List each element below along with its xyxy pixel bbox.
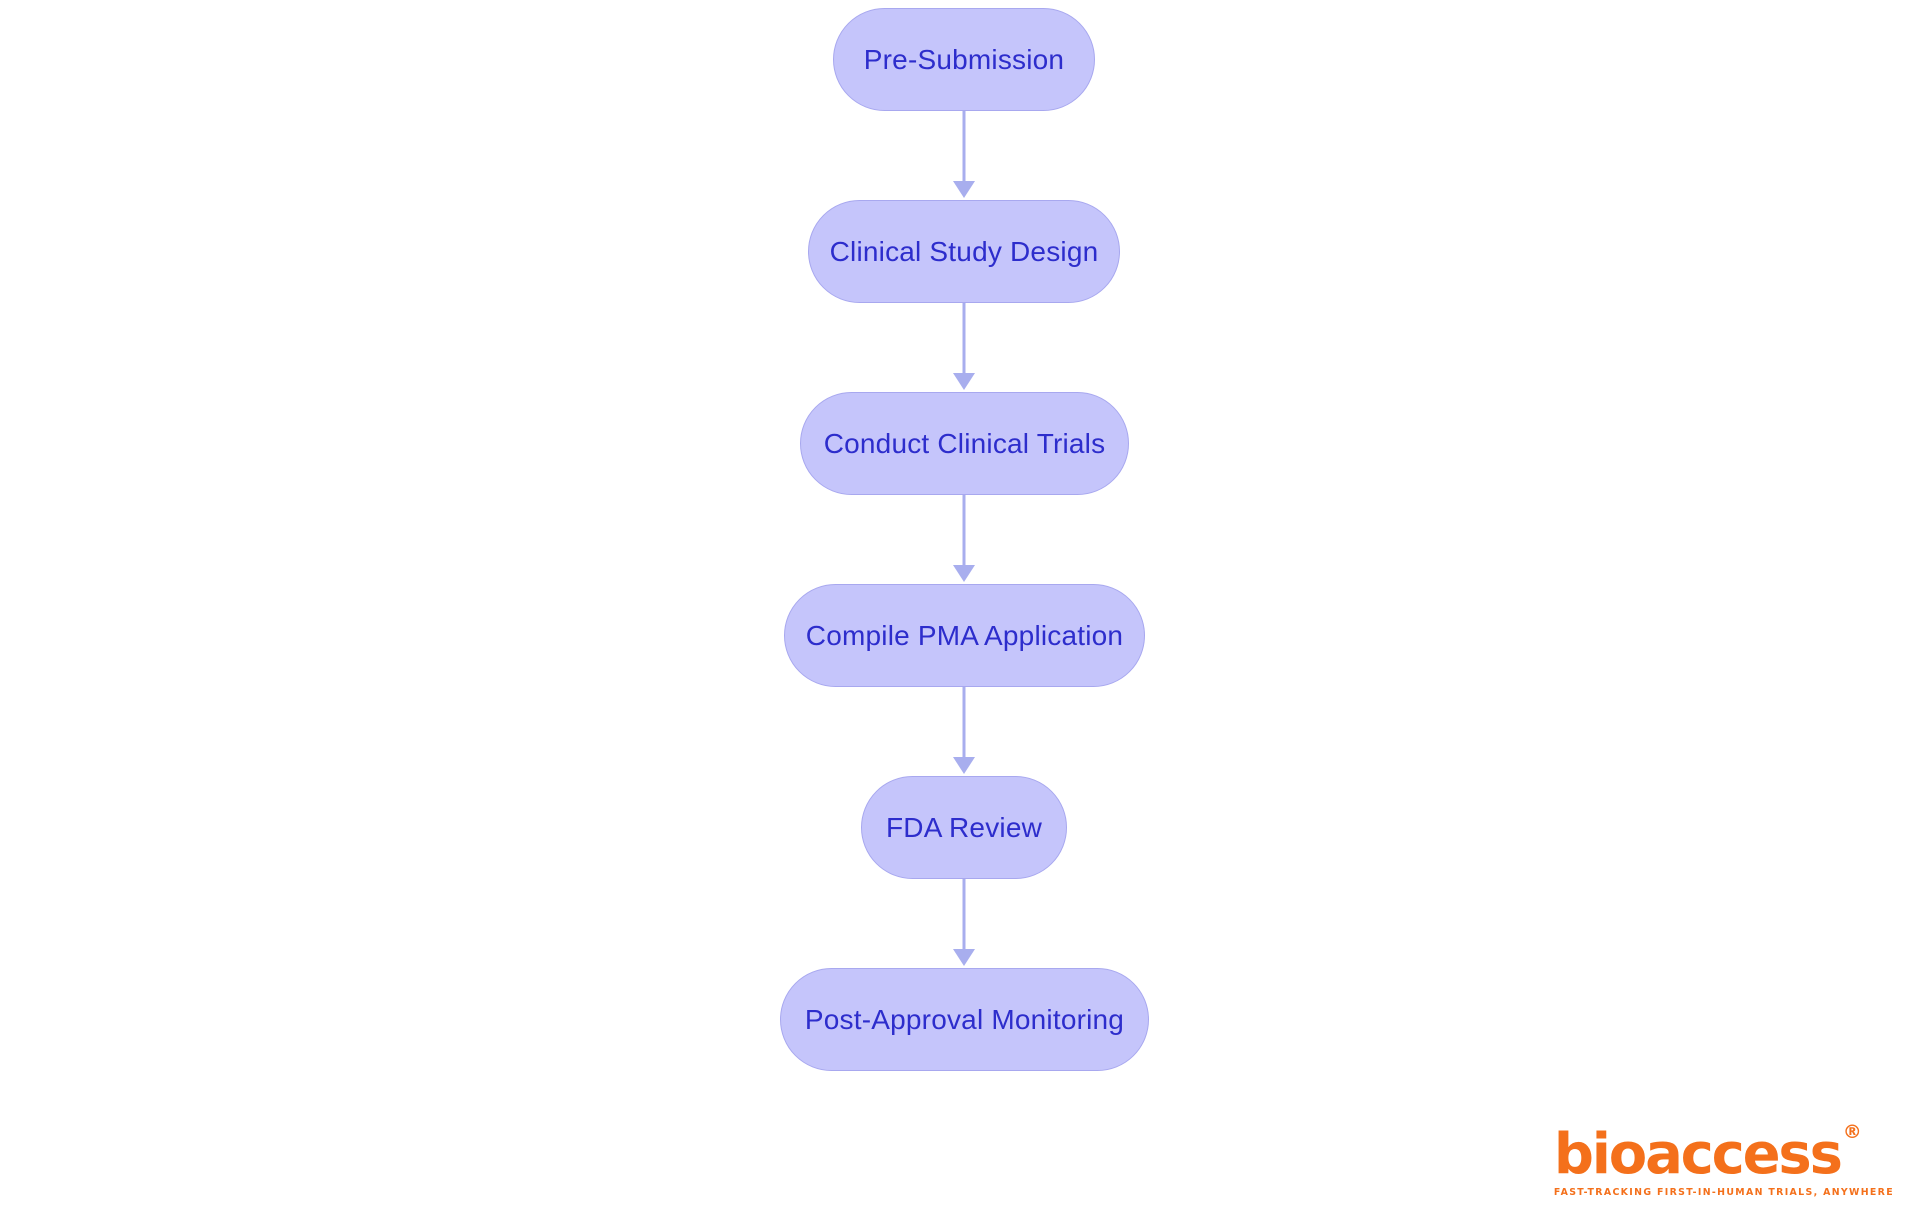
flowchart: Pre-Submission Clinical Study Design Con… — [780, 8, 1149, 1071]
flow-node-post-approval-monitoring[interactable]: Post-Approval Monitoring — [780, 968, 1149, 1071]
flow-node-label: Compile PMA Application — [805, 619, 1124, 651]
flow-node-label: Pre-Submission — [863, 43, 1065, 75]
logo-wordmark: bioaccess® — [1554, 1122, 1862, 1183]
flow-node-label: Clinical Study Design — [829, 235, 1099, 267]
connector-arrowhead — [953, 565, 975, 582]
connector-arrowhead — [953, 181, 975, 198]
logo-tagline: FAST-TRACKING FIRST-IN-HUMAN TRIALS, ANY… — [1553, 1186, 1894, 1198]
bioaccess-logo: bioaccess® FAST-TRACKING FIRST-IN-HUMAN … — [1553, 1122, 1894, 1198]
flow-connector-5 — [948, 879, 980, 968]
flow-node-fda-review[interactable]: FDA Review — [861, 776, 1067, 879]
connector-line — [962, 687, 966, 759]
connector-line — [962, 495, 966, 567]
connector-arrowhead — [953, 949, 975, 966]
flow-connector-4 — [948, 687, 980, 776]
connector-line — [962, 303, 966, 375]
logo-wordmark-text: bioaccess — [1553, 1121, 1843, 1187]
flow-node-conduct-clinical-trials[interactable]: Conduct Clinical Trials — [800, 392, 1129, 495]
connector-line — [962, 111, 966, 183]
connector-line — [962, 879, 966, 951]
flow-connector-3 — [948, 495, 980, 584]
connector-arrowhead — [953, 757, 975, 774]
flow-connector-1 — [948, 111, 980, 200]
flow-node-pre-submission[interactable]: Pre-Submission — [833, 8, 1095, 111]
connector-arrowhead — [953, 373, 975, 390]
flow-node-label: Conduct Clinical Trials — [823, 427, 1106, 459]
flow-node-compile-pma-application[interactable]: Compile PMA Application — [784, 584, 1145, 687]
flow-connector-2 — [948, 303, 980, 392]
flow-node-label: FDA Review — [885, 811, 1043, 843]
flow-node-label: Post-Approval Monitoring — [804, 1003, 1125, 1035]
flow-node-clinical-study-design[interactable]: Clinical Study Design — [808, 200, 1120, 303]
registered-trademark-icon: ® — [1842, 1120, 1862, 1143]
